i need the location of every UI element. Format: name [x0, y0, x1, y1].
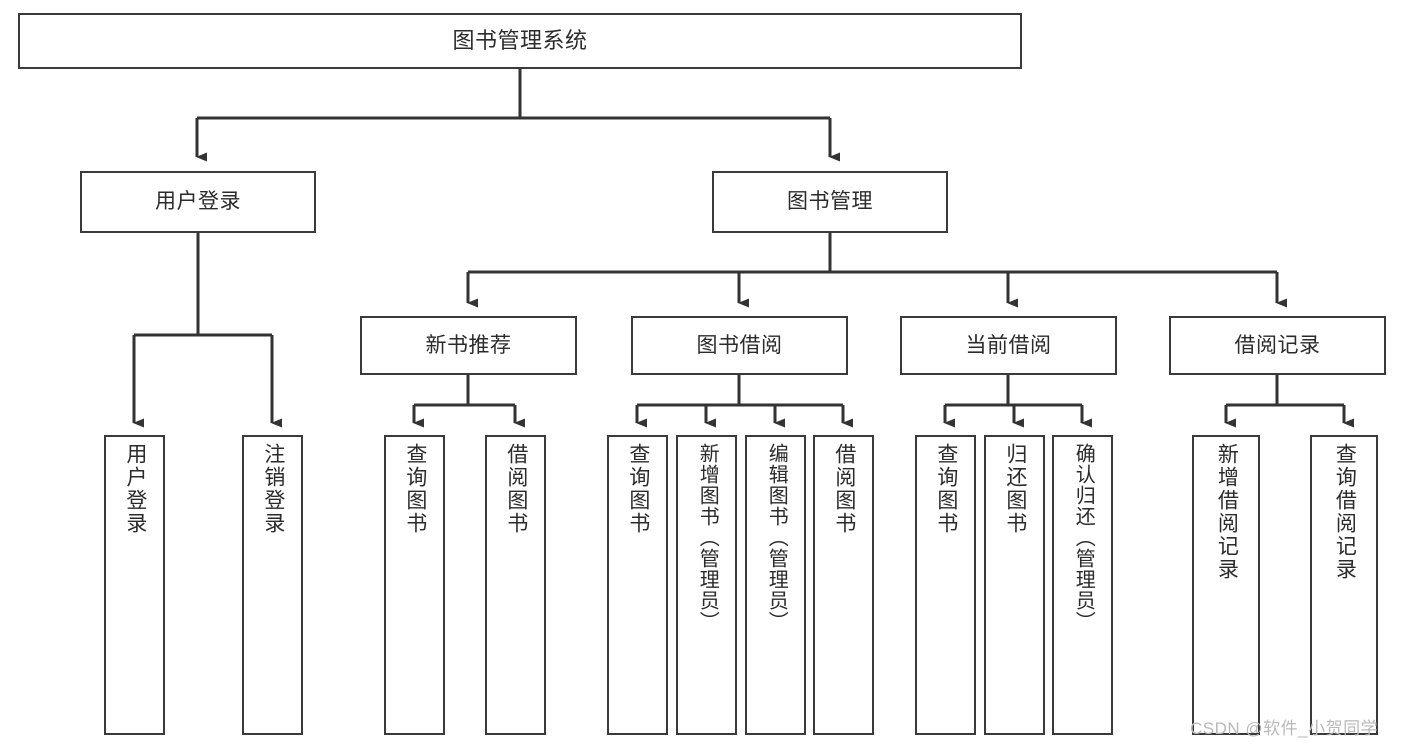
node-leaf-query-book-1[interactable]: 查询图书 — [384, 435, 445, 735]
node-leaf-user-login-label: 用户登录 — [123, 443, 147, 535]
node-leaf-borrow-book-1[interactable]: 借阅图书 — [485, 435, 546, 735]
node-leaf-borrow-book-1-label: 借阅图书 — [504, 443, 528, 535]
node-current-borrow[interactable]: 当前借阅 — [900, 316, 1117, 375]
node-book-manage-label: 图书管理 — [787, 190, 873, 214]
node-leaf-query-book-2-label: 查询图书 — [626, 443, 650, 535]
node-leaf-logout[interactable]: 注销登录 — [242, 435, 303, 735]
node-root[interactable]: 图书管理系统 — [18, 13, 1022, 69]
node-leaf-borrow-book-2-label: 借阅图书 — [832, 443, 856, 535]
node-leaf-add-book-label: 新增图书（管理员） — [696, 443, 719, 632]
node-leaf-user-login[interactable]: 用户登录 — [104, 435, 165, 735]
node-leaf-return-book-label: 归还图书 — [1003, 443, 1027, 535]
node-new-book-rec-label: 新书推荐 — [425, 333, 512, 357]
node-leaf-query-book-3-label: 查询图书 — [934, 443, 958, 535]
node-leaf-query-book-1-label: 查询图书 — [403, 443, 427, 535]
node-user-login[interactable]: 用户登录 — [80, 171, 316, 233]
node-leaf-confirm-return[interactable]: 确认归还（管理员） — [1052, 435, 1113, 735]
node-leaf-return-book[interactable]: 归还图书 — [984, 435, 1045, 735]
node-new-book-rec[interactable]: 新书推荐 — [360, 316, 577, 375]
node-leaf-confirm-return-label: 确认归还（管理员） — [1072, 443, 1095, 632]
node-root-label: 图书管理系统 — [452, 27, 588, 53]
node-book-borrow[interactable]: 图书借阅 — [631, 316, 848, 375]
node-leaf-edit-book[interactable]: 编辑图书（管理员） — [745, 435, 806, 735]
node-book-manage[interactable]: 图书管理 — [712, 171, 948, 233]
node-leaf-edit-book-label: 编辑图书（管理员） — [765, 443, 788, 632]
node-leaf-query-book-3[interactable]: 查询图书 — [915, 435, 976, 735]
node-leaf-add-record-label: 新增借阅记录 — [1215, 443, 1239, 581]
node-borrow-record[interactable]: 借阅记录 — [1169, 316, 1386, 375]
node-user-login-label: 用户登录 — [155, 190, 241, 214]
node-leaf-borrow-book-2[interactable]: 借阅图书 — [813, 435, 874, 735]
node-leaf-add-book[interactable]: 新增图书（管理员） — [676, 435, 737, 735]
node-leaf-add-record[interactable]: 新增借阅记录 — [1192, 435, 1260, 735]
node-leaf-logout-label: 注销登录 — [261, 443, 285, 535]
node-leaf-query-book-2[interactable]: 查询图书 — [607, 435, 668, 735]
node-borrow-record-label: 借阅记录 — [1234, 333, 1321, 357]
csdn-watermark: CSDN @软件_小贺同学 — [1190, 719, 1379, 738]
node-leaf-query-record[interactable]: 查询借阅记录 — [1310, 435, 1378, 735]
node-book-borrow-label: 图书借阅 — [696, 333, 783, 357]
node-leaf-query-record-label: 查询借阅记录 — [1333, 443, 1357, 581]
node-current-borrow-label: 当前借阅 — [965, 333, 1052, 357]
